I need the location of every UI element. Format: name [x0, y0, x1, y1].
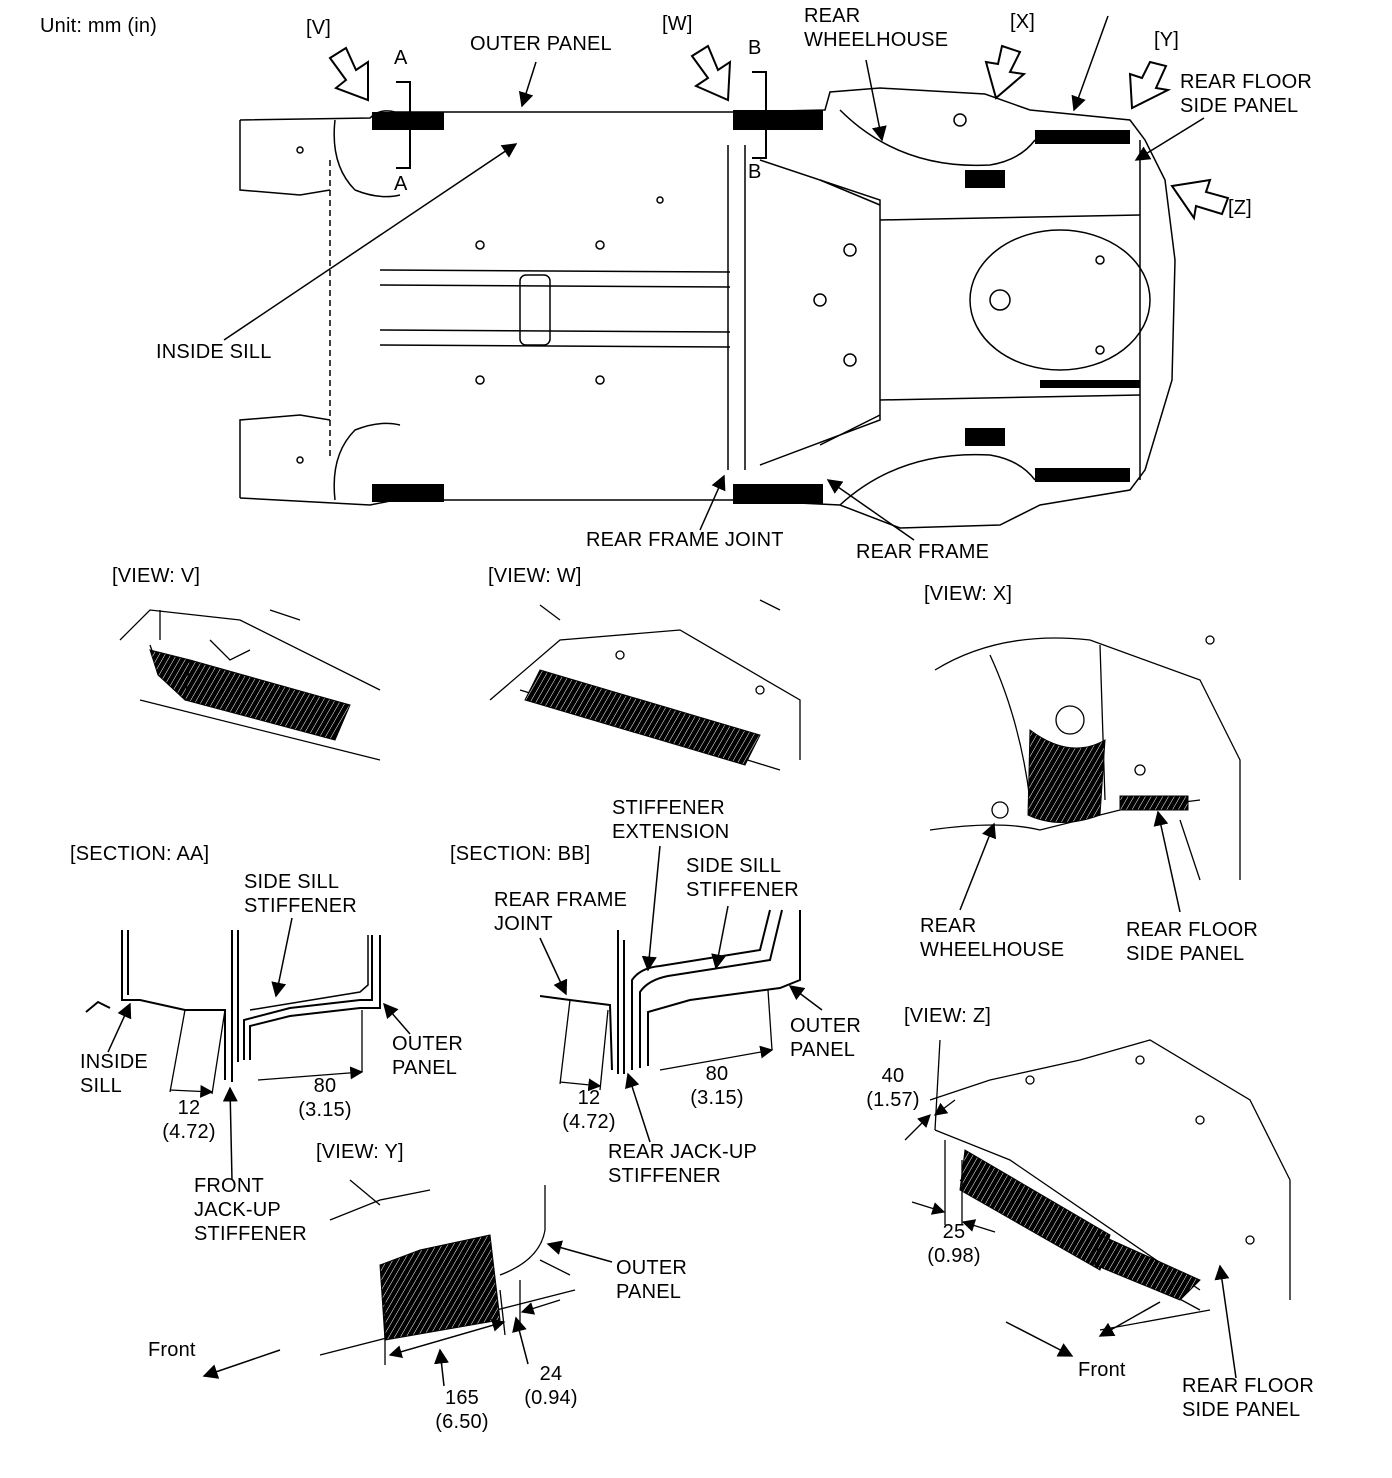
view-z-rear-floor-side-panel: REAR FLOOR SIDE PANEL: [1182, 1375, 1315, 1421]
view-z-title: [VIEW: Z]: [904, 1005, 991, 1027]
section-a-bottom: A: [394, 173, 408, 195]
view-y-front: Front: [148, 1339, 196, 1361]
view-z-marker: [Z]: [1228, 197, 1252, 219]
section-aa-drawing: [85, 930, 381, 1082]
leader-lines-main: [223, 15, 1205, 541]
section-b-bottom: B: [748, 161, 762, 183]
view-y-dim-24: 24 (0.94): [524, 1363, 578, 1409]
section-aa-dim-80: 80 (3.15): [298, 1075, 352, 1121]
outer-panel-label: OUTER PANEL: [470, 33, 612, 55]
section-cut-lines: [396, 71, 767, 169]
view-z-hatch: [959, 1149, 1201, 1301]
leader-lines-view-x: [959, 810, 1181, 913]
view-x-rear-wheelhouse: REAR WHEELHOUSE: [920, 915, 1065, 961]
view-y-dim-165: 165 (6.50): [435, 1387, 489, 1433]
section-aa-dim-12: 12 (4.72): [162, 1097, 216, 1143]
rear-frame-label: REAR FRAME: [856, 541, 990, 563]
section-bb-dim-80: 80 (3.15): [690, 1063, 744, 1109]
leader-lines-view-z: [1005, 1264, 1237, 1379]
view-x-drawing: [929, 635, 1241, 881]
leader-lines-view-y: [202, 1240, 613, 1387]
view-v-title: [VIEW: V]: [112, 565, 201, 587]
section-bb-dims: [559, 989, 774, 1092]
leader-lines-section-aa: [107, 917, 411, 1181]
section-aa-front-jackup-stiffener: FRONT JACK-UP STIFFENER: [194, 1175, 307, 1245]
view-y-dims: [384, 1280, 561, 1365]
section-aa-dims: [169, 1009, 364, 1098]
section-aa-outer-panel: OUTER PANEL: [392, 1033, 463, 1079]
section-bb-side-sill-stiffener: SIDE SILL STIFFENER: [686, 855, 799, 901]
section-a-top: A: [394, 47, 408, 69]
view-arrows: [328, 44, 1230, 221]
section-bb-stiffener-extension: STIFFENER EXTENSION: [612, 797, 730, 843]
section-bb-title: [SECTION: BB]: [450, 843, 591, 865]
view-y-marker: [Y]: [1154, 29, 1180, 51]
section-aa-inside-sill: INSIDE SILL: [80, 1051, 148, 1097]
rear-frame-joint-label: REAR FRAME JOINT: [586, 529, 784, 551]
section-aa-side-sill-stiffener: SIDE SILL STIFFENER: [244, 871, 357, 917]
view-v-marker: [V]: [306, 17, 332, 39]
view-y-outer-panel: OUTER PANEL: [616, 1257, 687, 1303]
section-aa-title: [SECTION: AA]: [70, 843, 210, 865]
view-z-dim-25: 25 (0.98): [927, 1221, 981, 1267]
view-w-title: [VIEW: W]: [488, 565, 582, 587]
inside-sill-label: INSIDE SILL: [156, 341, 272, 363]
section-bb-outer-panel: OUTER PANEL: [790, 1015, 861, 1061]
unit-label: Unit: mm (in): [40, 15, 158, 37]
view-z-front: Front: [1078, 1359, 1126, 1381]
view-z-dims: [904, 1039, 996, 1233]
rear-floor-side-panel-label: REAR FLOOR SIDE PANEL: [1180, 71, 1313, 117]
view-x-hatch: [1027, 729, 1189, 823]
underbody-drawing: [239, 87, 1176, 529]
view-x-rear-floor-side-panel: REAR FLOOR SIDE PANEL: [1126, 919, 1259, 965]
view-y-hatch: [379, 1234, 501, 1341]
view-w-marker: [W]: [662, 13, 693, 35]
view-z-dim-40: 40 (1.57): [866, 1065, 920, 1111]
section-bb-dim-12: 12 (4.72): [562, 1087, 616, 1133]
view-x-title: [VIEW: X]: [924, 583, 1013, 605]
view-v-hatch: [149, 649, 351, 741]
section-bb-rear-frame-joint: REAR FRAME JOINT: [494, 889, 628, 935]
view-w-hatch: [524, 669, 761, 766]
hatched-zones-main: [372, 110, 1140, 504]
section-b-top: B: [748, 37, 762, 59]
view-x-marker: [X]: [1010, 11, 1036, 33]
rear-wheelhouse-label: REAR WHEELHOUSE: [804, 5, 949, 51]
leader-lines-section-bb: [539, 845, 823, 1143]
view-y-title: [VIEW: Y]: [316, 1141, 404, 1163]
section-bb-rear-jackup-stiffener: REAR JACK-UP STIFFENER: [608, 1141, 758, 1187]
